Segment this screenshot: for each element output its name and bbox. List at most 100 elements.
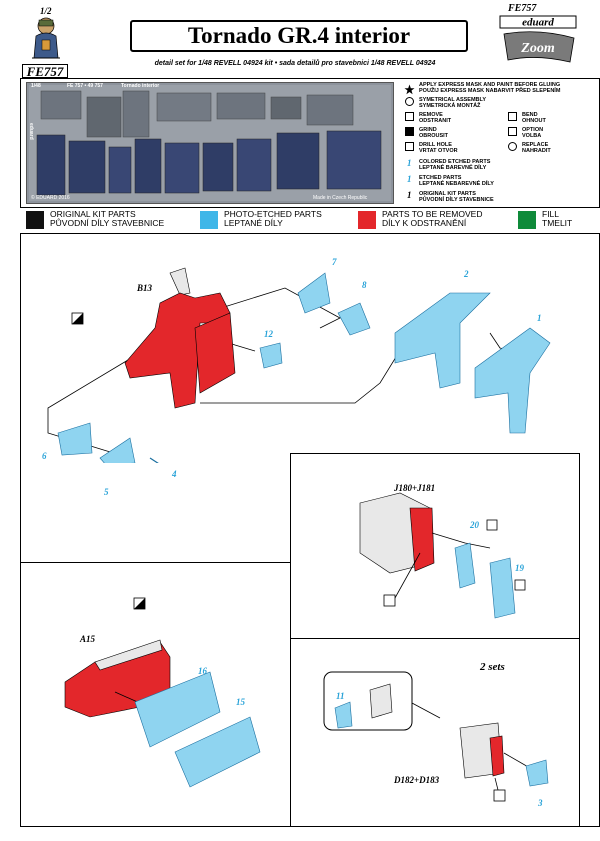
fret-brand: eduard bbox=[28, 123, 34, 140]
pe-part-4 bbox=[149, 457, 159, 463]
part-number-16: 16 bbox=[198, 666, 208, 676]
symmetrical-icon bbox=[405, 97, 414, 106]
pe-part-3 bbox=[525, 759, 549, 787]
legend-etched-cz: LEPTANÉ NEBAREVNÉ DÍLY bbox=[419, 181, 494, 187]
page-number: 1/2 bbox=[40, 6, 52, 16]
part-number-2: 2 bbox=[463, 269, 469, 279]
legend-kit-number: 1 bbox=[407, 190, 412, 200]
page-title: Tornado GR.4 interior bbox=[187, 23, 411, 48]
step-1-diagram: B13 7 8 2 1 12 6 bbox=[42, 257, 551, 463]
grind-icon bbox=[405, 127, 414, 136]
step-4-diagram: 2 sets 11 D182+D183 3 bbox=[323, 661, 549, 808]
fret-made-in: Made in Czech Republic bbox=[313, 195, 368, 201]
legend: APPLY EXPRESS MASK AND PAINT BEFORE GLUI… bbox=[404, 82, 596, 206]
part-number-3: 3 bbox=[537, 798, 543, 808]
legend-drill: DRILL HOLE bbox=[419, 142, 452, 148]
pilot-mascot-icon bbox=[28, 14, 64, 62]
legend-option: OPTION bbox=[522, 127, 544, 133]
part-number-20: 20 bbox=[469, 520, 480, 530]
fret-scale: 1/48 bbox=[31, 83, 41, 89]
kit-part-j181-removed bbox=[409, 507, 435, 572]
bend-icon bbox=[486, 519, 498, 531]
title-box: Tornado GR.4 interior bbox=[130, 20, 468, 52]
part-number-15: 15 bbox=[236, 697, 246, 707]
legend-remove: REMOVE bbox=[419, 112, 443, 118]
pe-part-2 bbox=[394, 292, 491, 389]
legend-colored-number: 1 bbox=[407, 158, 412, 168]
label-b13: B13 bbox=[136, 283, 153, 293]
etched-fret-image: 1/48 FE 757 • 49 757 Tornado interior ed… bbox=[26, 82, 394, 204]
fret-code: FE 757 • 49 757 bbox=[67, 83, 103, 89]
step-2-diagram: J180+J181 20 19 bbox=[359, 483, 526, 619]
part-number-5: 5 bbox=[104, 487, 109, 497]
part-number-7: 7 bbox=[332, 257, 337, 267]
express-mask-icon bbox=[404, 82, 415, 100]
remove-icon bbox=[383, 594, 396, 607]
pe-part-7 bbox=[297, 272, 331, 314]
kit-part-b13 bbox=[124, 267, 236, 409]
pe-part-8 bbox=[337, 302, 371, 336]
step-4-panel bbox=[290, 638, 580, 827]
legend-kit: ORIGINAL KIT PARTS bbox=[419, 191, 476, 197]
step-3-diagram: A15 16 15 bbox=[64, 597, 261, 788]
legend-symmetrical-cz: SYMETRICKÁ MONTÁŽ bbox=[419, 103, 481, 109]
legend-drill-cz: VRTAT OTVOR bbox=[419, 148, 458, 154]
replace-icon bbox=[508, 142, 517, 151]
step-1-lower-labels: 5 4 bbox=[104, 469, 177, 497]
color-swatch-kit bbox=[26, 211, 44, 229]
label-a15: A15 bbox=[79, 634, 96, 644]
drill-icon bbox=[405, 142, 414, 151]
bend-icon bbox=[508, 112, 517, 121]
eduard-zoom-logo: eduard Zoom bbox=[498, 14, 580, 66]
legend-etched-number: 1 bbox=[407, 174, 412, 184]
bend-icon bbox=[514, 579, 526, 591]
fret-copyright: © EDUARD 2016 bbox=[31, 195, 70, 201]
legend-replace-cz: NAHRADIT bbox=[522, 148, 551, 154]
label-d182-d183: D182+D183 bbox=[393, 775, 440, 785]
label-j180-j181: J180+J181 bbox=[393, 483, 435, 493]
remove-icon bbox=[493, 789, 506, 802]
part-number-12: 12 bbox=[264, 329, 274, 339]
pe-part-16 bbox=[134, 671, 221, 748]
pe-part-19 bbox=[489, 557, 516, 619]
pe-part-15 bbox=[174, 716, 261, 788]
legend-grind: GRIND bbox=[419, 127, 437, 133]
color-swatch-remove bbox=[358, 211, 376, 229]
legend-replace: REPLACE bbox=[522, 142, 549, 148]
legend-option-cz: VOLBA bbox=[522, 133, 542, 139]
part-number-8: 8 bbox=[362, 280, 367, 290]
remove-icon bbox=[405, 112, 414, 121]
legend-colored: COLORED ETCHED PARTS bbox=[419, 159, 491, 165]
legend-bend-cz: OHNOUT bbox=[522, 118, 546, 124]
pe-part-11 bbox=[334, 701, 353, 729]
kit-part-d183-removed bbox=[489, 735, 505, 777]
legend-bend: BEND bbox=[522, 112, 538, 118]
legend-express-mask-cz: POUŽIJ EXPRESS MASK NABARVIT PŘED SLEPEN… bbox=[419, 88, 561, 94]
legend-etched: ETCHED PARTS bbox=[419, 175, 462, 181]
product-code-top: FE757 bbox=[508, 3, 537, 14]
legend-symmetrical: SYMETRICAL ASSEMBLY bbox=[419, 97, 487, 103]
pe-part-1 bbox=[474, 327, 551, 434]
label-quantity: 2 sets bbox=[479, 661, 505, 673]
pe-part-12 bbox=[259, 342, 283, 369]
part-number-1: 1 bbox=[537, 313, 542, 323]
option-icon bbox=[508, 127, 517, 136]
fret-name: Tornado interior bbox=[121, 83, 160, 89]
legend-express-mask: APPLY EXPRESS MASK AND PAINT BEFORE GLUI… bbox=[419, 82, 561, 88]
product-code: FE757 bbox=[22, 64, 68, 78]
color-swatch-etched bbox=[200, 211, 218, 229]
legend-kit-cz: PŮVODNÍ DÍLY STAVEBNICE bbox=[419, 197, 494, 203]
legend-grind-cz: OBROUSIT bbox=[419, 133, 449, 139]
part-number-19: 19 bbox=[515, 563, 525, 573]
pe-part-6 bbox=[57, 422, 93, 456]
brand-sub: Zoom bbox=[520, 41, 555, 56]
part-number-4: 4 bbox=[171, 469, 177, 479]
legend-remove-cz: ODSTRANIT bbox=[419, 118, 452, 124]
pe-part-20 bbox=[454, 542, 476, 589]
legend-colored-cz: LEPTANÉ BAREVNÉ DÍLY bbox=[419, 165, 487, 171]
color-swatch-fill bbox=[518, 211, 536, 229]
